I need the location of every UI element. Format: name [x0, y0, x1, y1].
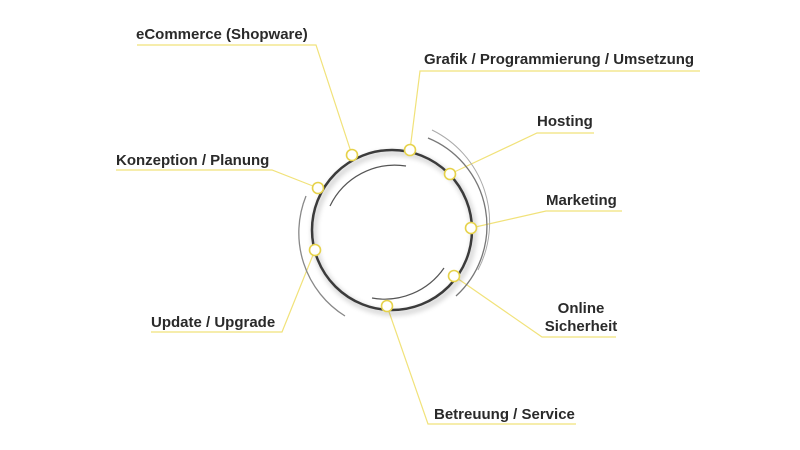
label-sicherheit: Sicherheit: [544, 318, 618, 335]
node-ecommerce: [345, 148, 359, 162]
outer-arc-right-2: [431, 129, 491, 271]
outer-arc-right: [427, 137, 488, 297]
label-update: Update / Upgrade: [151, 314, 276, 331]
leader-line-grafik: [409, 70, 700, 151]
node-konzeption: [311, 181, 325, 195]
label-online-sicherheit: Online Sicherheit: [536, 300, 626, 336]
leader-line-ecommerce: [137, 44, 353, 156]
leader-line-hosting: [449, 132, 594, 175]
inner-arc-bottom: [371, 267, 445, 300]
label-konzeption: Konzeption / Planung: [116, 152, 270, 169]
node-hosting: [443, 167, 457, 181]
leader-line-betreuung: [386, 305, 576, 425]
inner-arc-top: [329, 164, 407, 207]
leader-line-update: [151, 249, 316, 333]
label-marketing: Marketing: [546, 192, 617, 209]
label-hosting: Hosting: [537, 113, 593, 130]
label-ecommerce: eCommerce (Shopware): [136, 26, 308, 43]
node-update: [308, 243, 322, 257]
node-online-sicherheit: [447, 269, 461, 283]
node-markers: [308, 143, 478, 313]
node-marketing: [464, 221, 478, 235]
node-grafik: [403, 143, 417, 157]
node-betreuung: [380, 299, 394, 313]
outer-arc-left: [298, 195, 346, 317]
label-betreuung: Betreuung / Service: [434, 406, 575, 423]
leader-line-konzeption: [116, 169, 319, 189]
leader-line-marketing: [470, 210, 622, 229]
label-online: Online: [557, 300, 605, 317]
leader-line-online-sicherheit: [453, 275, 616, 338]
leader-lines: [116, 44, 700, 425]
label-grafik: Grafik / Programmierung / Umsetzung: [424, 51, 695, 68]
